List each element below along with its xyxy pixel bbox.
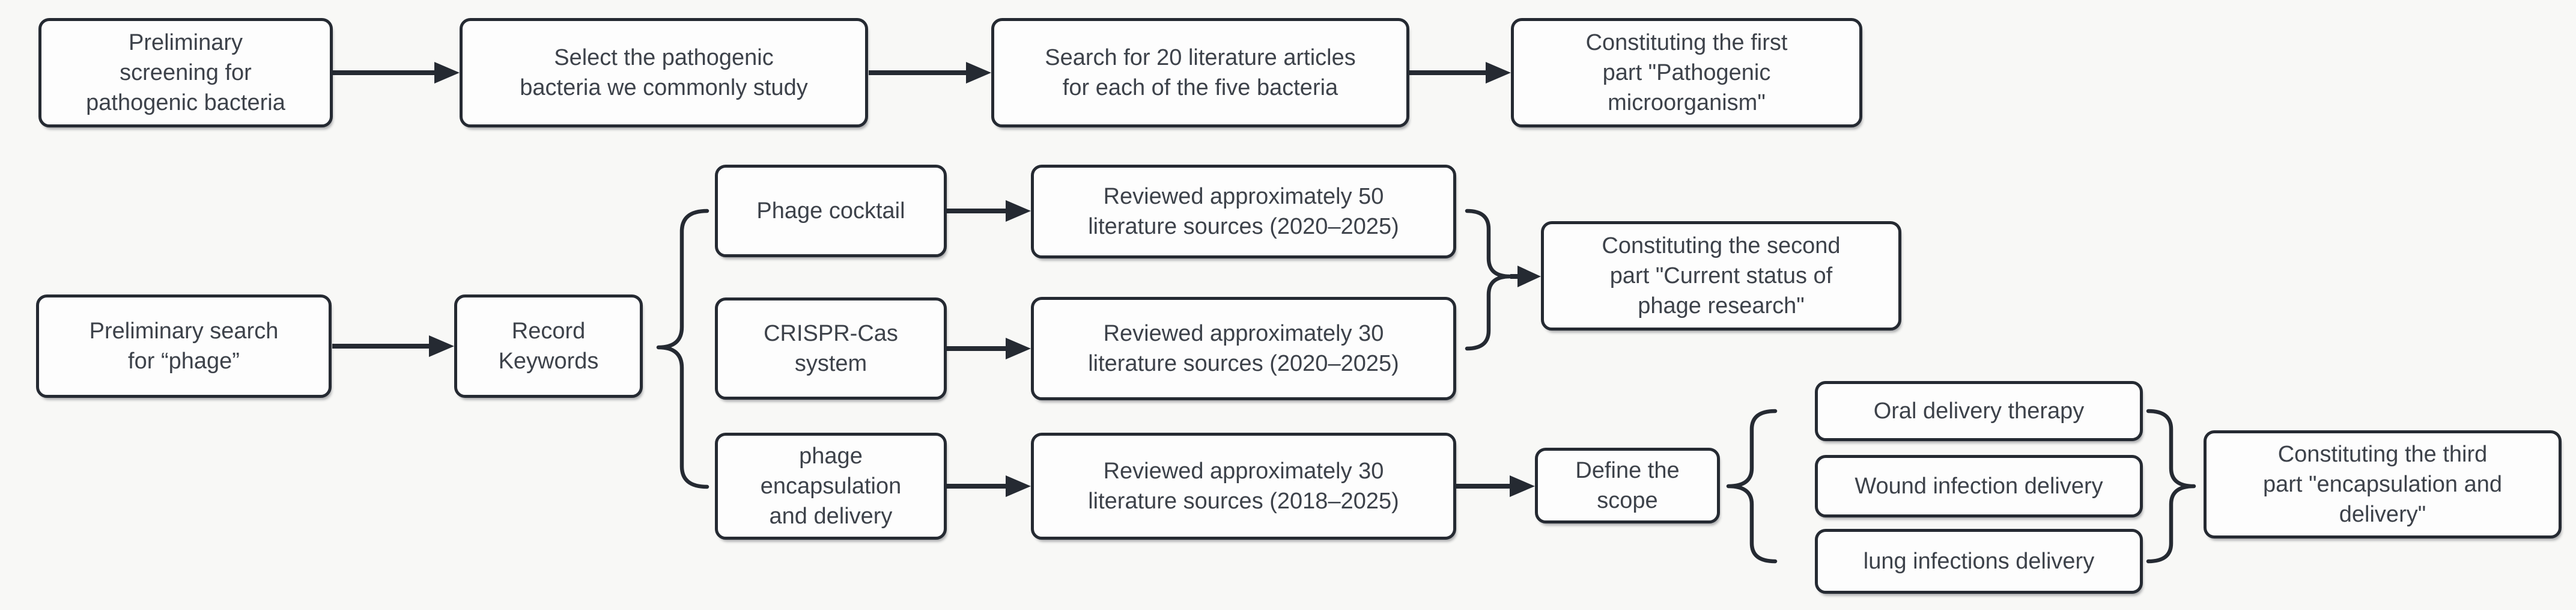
- node-second-part-result-label: Constituting the second part "Current st…: [1602, 233, 1841, 319]
- node-phage-encapsulation: phage encapsulation and delivery: [715, 433, 947, 540]
- node-review-30-2020-2025: Reviewed approximately 30 literature sou…: [1031, 297, 1456, 400]
- node-review-30-2018-2025: Reviewed approximately 30 literature sou…: [1031, 433, 1456, 540]
- node-search-20-articles: Search for 20 literature articles for ea…: [991, 18, 1409, 127]
- node-crispr-cas-label: CRISPR-Cas system: [764, 320, 898, 376]
- node-oral-delivery: Oral delivery therapy: [1815, 381, 2143, 441]
- node-wound-infection: Wound infection delivery: [1815, 455, 2143, 517]
- node-phage-encapsulation-label: phage encapsulation and delivery: [760, 443, 902, 529]
- node-record-keywords-label: Record Keywords: [498, 318, 599, 374]
- node-search-20-articles-label: Search for 20 literature articles for ea…: [1045, 44, 1356, 100]
- node-define-scope-label: Define the scope: [1575, 457, 1680, 513]
- brace-scopes-merge: [2146, 409, 2196, 564]
- node-third-part-result: Constituting the third part "encapsulati…: [2204, 430, 2562, 538]
- node-lung-infections-label: lung infections delivery: [1863, 548, 2095, 574]
- node-review-50-2020-2025: Reviewed approximately 50 literature sou…: [1031, 165, 1456, 258]
- arrow-review-define-scope: [1456, 475, 1535, 497]
- node-select-bacteria: Select the pathogenic bacteria we common…: [460, 18, 868, 127]
- brace-reviews-merge: [1465, 209, 1513, 351]
- arrow-search-first-part: [1409, 62, 1511, 84]
- node-define-scope: Define the scope: [1535, 448, 1720, 523]
- arrow-encapsulation-review: [947, 475, 1031, 497]
- node-review-30-2020-2025-label: Reviewed approximately 30 literature sou…: [1088, 320, 1399, 376]
- arrow-crispr-review: [947, 338, 1031, 359]
- node-review-30-2018-2025-label: Reviewed approximately 30 literature sou…: [1088, 458, 1399, 514]
- arrow-select-search: [869, 62, 991, 84]
- arrow-merge-second-part: [1510, 266, 1541, 287]
- node-phage-cocktail-label: Phage cocktail: [756, 198, 905, 224]
- node-record-keywords: Record Keywords: [454, 294, 643, 398]
- node-third-part-result-label: Constituting the third part "encapsulati…: [2263, 441, 2502, 528]
- node-oral-delivery-label: Oral delivery therapy: [1873, 398, 2085, 424]
- node-second-part-result: Constituting the second part "Current st…: [1541, 221, 1901, 331]
- brace-scope-split: [1726, 409, 1778, 564]
- node-phage-cocktail: Phage cocktail: [715, 165, 947, 257]
- arrow-screening-select: [333, 62, 460, 84]
- node-select-bacteria-label: Select the pathogenic bacteria we common…: [520, 44, 808, 100]
- node-crispr-cas: CRISPR-Cas system: [715, 297, 947, 400]
- arrow-phage-record: [332, 335, 454, 357]
- node-review-50-2020-2025-label: Reviewed approximately 50 literature sou…: [1088, 183, 1399, 239]
- node-wound-infection-label: Wound infection delivery: [1855, 473, 2103, 499]
- arrow-cocktail-review: [947, 200, 1031, 222]
- node-preliminary-screening: Preliminary screening for pathogenic bac…: [38, 18, 333, 127]
- node-preliminary-phage-search: Preliminary search for “phage”: [36, 294, 332, 398]
- node-preliminary-phage-search-label: Preliminary search for “phage”: [89, 318, 279, 374]
- brace-record-keywords-split: [656, 209, 709, 489]
- node-first-part-result: Constituting the first part "Pathogenic …: [1511, 18, 1862, 127]
- node-preliminary-screening-label: Preliminary screening for pathogenic bac…: [86, 29, 285, 116]
- node-lung-infections: lung infections delivery: [1815, 529, 2143, 594]
- node-first-part-result-label: Constituting the first part "Pathogenic …: [1585, 29, 1788, 116]
